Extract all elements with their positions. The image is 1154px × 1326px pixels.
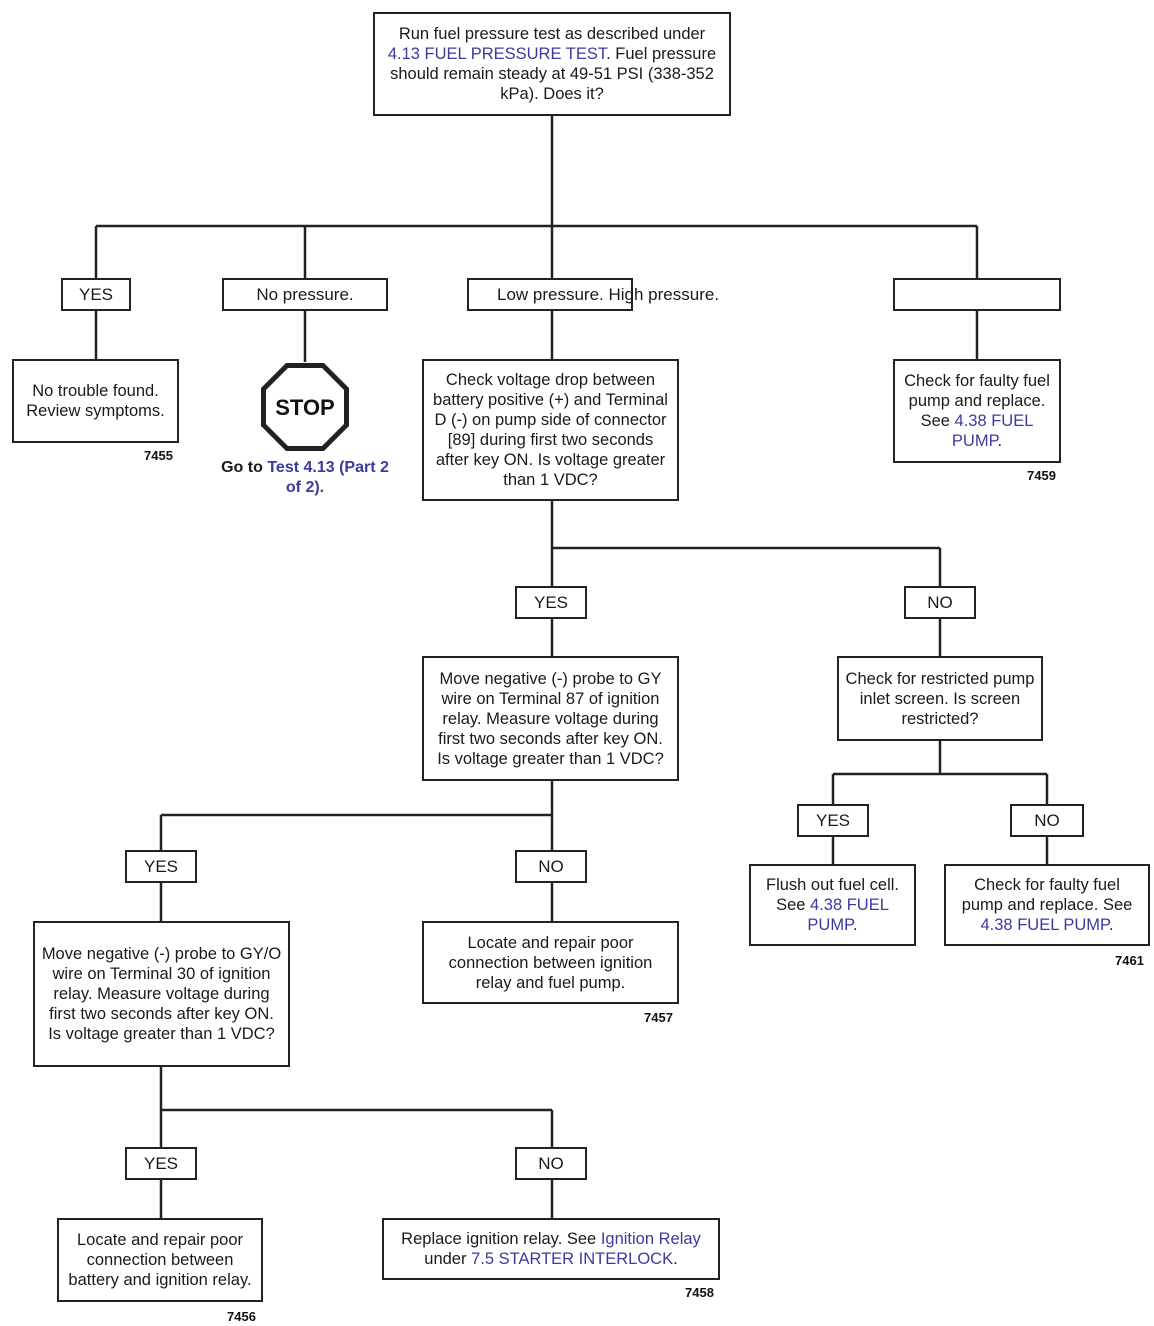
no-label-screen: NO <box>1010 804 1084 837</box>
goto-text: Go to <box>221 459 263 476</box>
stop-sign-icon: STOP <box>261 363 349 451</box>
start-text-post: . Fuel pressure should remain steady at … <box>390 45 717 103</box>
faulty-pump-box-2: Check for faulty fuel pump and replace. … <box>944 864 1150 946</box>
faulty-pump-2-pre: Check for faulty fuel pump and replace. … <box>961 876 1133 914</box>
replace-relay-box: Replace ignition relay. See Ignition Rel… <box>382 1218 720 1280</box>
yes-label-gy: YES <box>125 850 197 883</box>
replace-relay-pre: Replace ignition relay. See <box>401 1230 597 1248</box>
fuel-pump-link-3[interactable]: 4.38 FUEL PUMP <box>980 916 1109 934</box>
flush-cell-pre: Flush out fuel cell. See <box>766 876 899 914</box>
flush-cell-post: . <box>852 916 858 934</box>
fuel-pump-link-2[interactable]: 4.38 FUEL PUMP <box>807 896 889 934</box>
high-pressure-label-box <box>893 278 1061 311</box>
flush-cell-box: Flush out fuel cell. See 4.38 FUEL PUMP. <box>749 864 916 946</box>
no-label-gyo: NO <box>515 1147 587 1180</box>
no-label-gy: NO <box>515 850 587 883</box>
test-4-13-part2-link[interactable]: Test 4.13 (Part 2 of 2). <box>267 459 389 496</box>
start-text-pre: Run fuel pressure test as described unde… <box>398 25 706 43</box>
goto-test-note: Go to Test 4.13 (Part 2 of 2). <box>220 458 390 498</box>
figure-number: 7458 <box>685 1285 714 1300</box>
ignition-relay-link[interactable]: Ignition Relay <box>600 1230 701 1248</box>
faulty-pump-1-post: . <box>997 432 1003 450</box>
fuel-pressure-test-link[interactable]: 4.13 FUEL PRESSURE TEST <box>387 45 607 63</box>
yes-label-screen: YES <box>797 804 869 837</box>
figure-number: 7459 <box>1027 468 1056 483</box>
yes-label-gyo: YES <box>125 1147 197 1180</box>
move-probe-gy-box: Move negative (-) probe to GY wire on Te… <box>422 656 679 781</box>
restricted-screen-box: Check for restricted pump inlet screen. … <box>837 656 1043 741</box>
yes-label-steady: YES <box>61 278 131 311</box>
figure-number: 7456 <box>227 1309 256 1324</box>
stop-sign-text: STOP <box>275 395 335 420</box>
starter-interlock-link[interactable]: 7.5 STARTER INTERLOCK <box>471 1250 674 1268</box>
faulty-pump-2-post: . <box>1108 916 1114 934</box>
repair-battery-relay-box: Locate and repair poor connection betwee… <box>57 1218 263 1302</box>
figure-number: 7455 <box>144 448 173 463</box>
yes-label-voltage: YES <box>515 586 587 619</box>
repair-relay-pump-box: Locate and repair poor connection betwee… <box>422 921 679 1004</box>
start-question-box: Run fuel pressure test as described unde… <box>373 12 731 116</box>
figure-number: 7461 <box>1115 953 1144 968</box>
no-label-voltage: NO <box>904 586 976 619</box>
faulty-pump-1-pre: Check for faulty fuel pump and replace. … <box>904 372 1050 430</box>
figure-number: 7457 <box>644 1010 673 1025</box>
replace-relay-mid: under <box>424 1250 467 1268</box>
low-high-pressure-label: Low pressure. High pressure. <box>467 278 719 311</box>
no-trouble-box: No trouble found. Review symptoms. <box>12 359 179 443</box>
faulty-pump-box-1: Check for faulty fuel pump and replace. … <box>893 359 1061 463</box>
replace-relay-post: . <box>673 1250 678 1268</box>
fuel-pump-link-1[interactable]: 4.38 FUEL PUMP <box>951 412 1034 450</box>
check-voltage-drop-box: Check voltage drop between battery posit… <box>422 359 679 501</box>
no-pressure-label: No pressure. <box>222 278 388 311</box>
move-probe-gyo-box: Move negative (-) probe to GY/O wire on … <box>33 921 290 1067</box>
